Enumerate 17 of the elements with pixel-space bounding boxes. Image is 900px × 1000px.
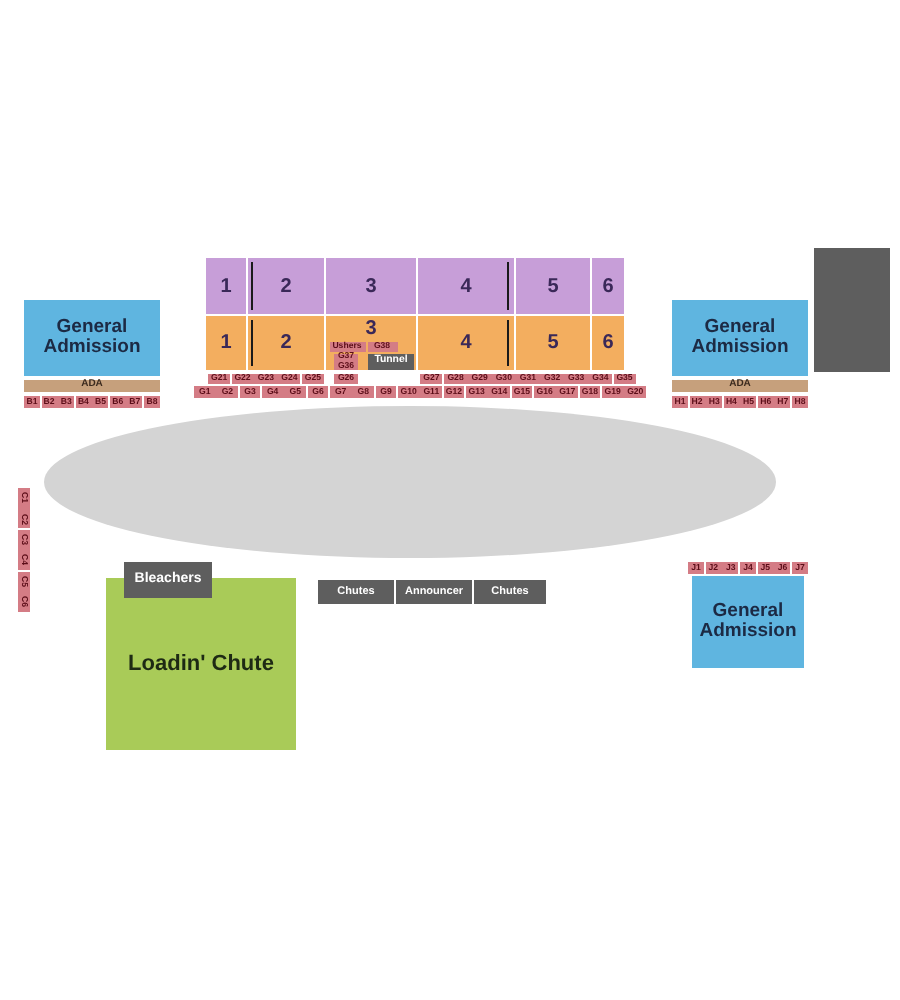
seating-section: 4 <box>418 258 514 314</box>
general-admission-area: General Admission <box>692 576 804 668</box>
unlabeled-block <box>814 248 890 372</box>
seating-section: 1 <box>206 316 246 370</box>
seating-section: 6 <box>592 258 624 314</box>
seating-section <box>326 316 416 370</box>
seating-section: 2 <box>248 316 324 370</box>
seating-section: 1 <box>206 258 246 314</box>
seating-section: 6 <box>592 316 624 370</box>
section-number: 3 <box>365 318 377 340</box>
seating-section: 3 <box>326 258 416 314</box>
seating-section: 4 <box>418 316 514 370</box>
seating-section: 2 <box>248 258 324 314</box>
seating-section: 5 <box>516 316 590 370</box>
general-admission-area: General Admission <box>672 300 808 376</box>
seating-section: 5 <box>516 258 590 314</box>
general-admission-area: General Admission <box>24 300 160 376</box>
